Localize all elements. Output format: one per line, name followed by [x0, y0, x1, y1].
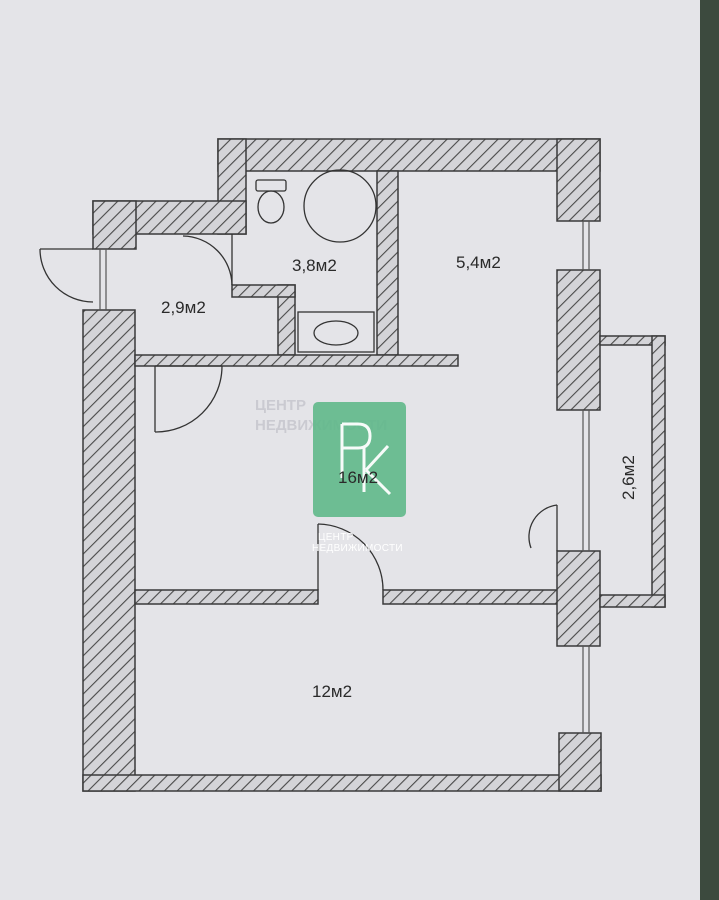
logo-badge [313, 402, 406, 517]
watermark-ghost-line1: ЦЕНТР [255, 397, 306, 414]
bedroom-door [317, 523, 384, 591]
room-label-living-room: 16м2 [338, 468, 378, 487]
shower-icon [303, 169, 377, 243]
room-label-entry-hall: 2,9м2 [161, 298, 206, 317]
hall-living-door [154, 365, 223, 433]
watermark: ЦЕНТР НЕДВИЖИМОСТИ ЦЕНТР НЕДВИЖИМОСТИ [255, 397, 406, 554]
balcony-door [528, 504, 558, 551]
room-label-kitchen: 5,4м2 [456, 253, 501, 272]
watermark-line1: ЦЕНТР [318, 532, 354, 543]
bathroom-door [182, 234, 233, 286]
room-label-balcony: 2,6м2 [619, 455, 638, 500]
windows [99, 221, 590, 733]
right-edge-shadow [700, 0, 719, 900]
walls [82, 138, 666, 792]
bathroom-fixtures [255, 169, 377, 353]
doors [39, 234, 558, 591]
room-label-bedroom: 12м2 [312, 682, 352, 701]
room-label-bathroom: 3,8м2 [292, 256, 337, 275]
entrance-door [39, 248, 94, 303]
toilet-icon [255, 179, 287, 224]
watermark-line2: НЕДВИЖИМОСТИ [312, 543, 403, 554]
logo-monogram-icon [340, 422, 392, 496]
sink-icon [297, 311, 375, 353]
